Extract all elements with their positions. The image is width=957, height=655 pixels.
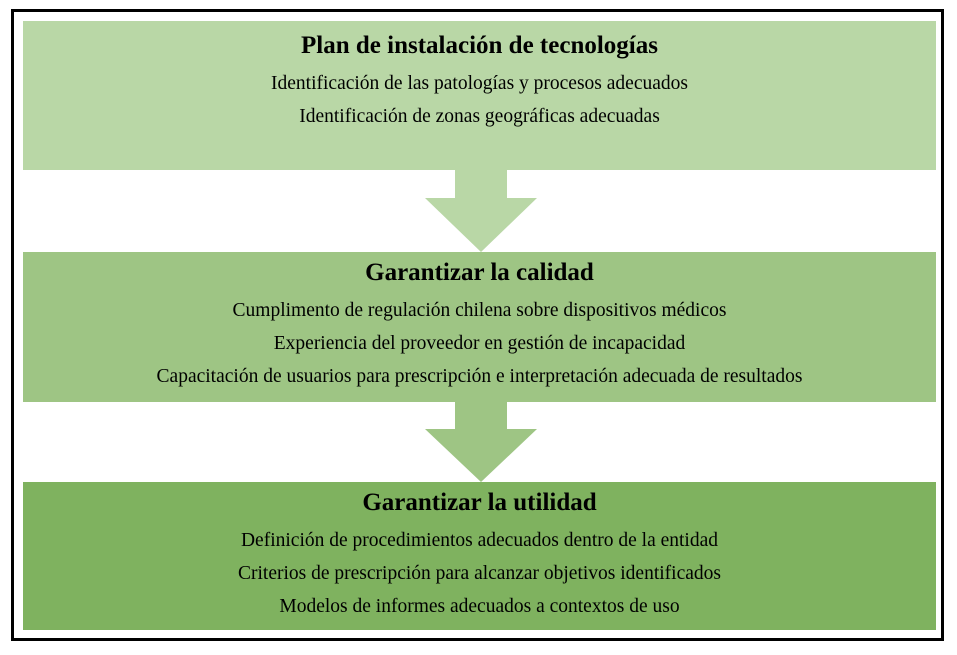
stage-items: Identificación de las patologías y proce… bbox=[23, 67, 936, 133]
stage-box-calidad: Garantizar la calidad Cumplimento de reg… bbox=[23, 252, 936, 402]
stage-item: Cumplimento de regulación chilena sobre … bbox=[232, 300, 727, 321]
down-arrow-icon bbox=[425, 402, 537, 482]
stage-box-plan: Plan de instalación de tecnologías Ident… bbox=[23, 21, 936, 170]
down-arrow-shape bbox=[425, 402, 537, 482]
stage-item: Identificación de las patologías y proce… bbox=[271, 73, 688, 94]
stage-title: Garantizar la calidad bbox=[365, 259, 594, 286]
stage-item: Definición de procedimientos adecuados d… bbox=[240, 530, 719, 551]
stage-item: Modelos de informes adecuados a contexto… bbox=[279, 596, 680, 617]
stage-title: Plan de instalación de tecnologías bbox=[301, 32, 658, 59]
stage-item: Criterios de prescripción para alcanzar … bbox=[238, 563, 721, 584]
down-arrow-shape bbox=[425, 170, 537, 252]
stage-box-utilidad: Garantizar la utilidad Definición de pro… bbox=[23, 482, 936, 630]
stage-item: Identificación de zonas geográficas adec… bbox=[299, 106, 660, 127]
stage-item: Capacitación de usuarios para prescripci… bbox=[156, 366, 803, 387]
stage-items: Cumplimento de regulación chilena sobre … bbox=[23, 294, 936, 393]
stage-title: Garantizar la utilidad bbox=[362, 489, 597, 516]
stage-item: Experiencia del proveedor en gestión de … bbox=[273, 333, 686, 354]
stage-items: Definición de procedimientos adecuados d… bbox=[23, 524, 936, 623]
diagram-frame: Plan de instalación de tecnologías Ident… bbox=[11, 9, 944, 641]
down-arrow-icon bbox=[425, 170, 537, 252]
